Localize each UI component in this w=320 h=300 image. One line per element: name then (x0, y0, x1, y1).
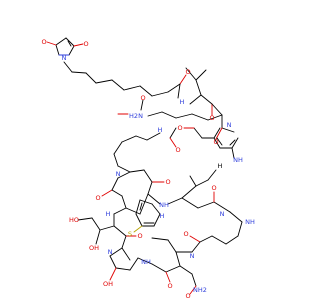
pab-benzene (183, 127, 239, 159)
macro-nh3: NH (245, 218, 255, 226)
molecule-structure: O O N O H O H2N O N O NH O H O O NH N O … (41, 37, 255, 300)
macro-n5: NH (141, 258, 151, 266)
hyp-oh: OH (103, 280, 113, 288)
macro-o4: O (167, 282, 172, 290)
diol-oh: OH (89, 244, 99, 252)
amide-nh2: NH2 (193, 286, 207, 294)
carbamate-nh: H (158, 126, 163, 134)
carbamate-o: O (177, 124, 182, 132)
hexanoyl-o: O (185, 68, 190, 76)
hexanoyl-chain (63, 61, 187, 97)
val-n: H (180, 98, 185, 106)
macro-o2: O (211, 184, 216, 192)
cit-n: N (227, 121, 232, 129)
macro-o6: O (95, 194, 100, 202)
indole-nh: H (160, 212, 165, 220)
ile-h: H (218, 162, 223, 170)
pab-nh: NH (233, 156, 243, 164)
amide-o: O (185, 292, 190, 300)
carbamate-o2: O (175, 146, 180, 154)
valine-residue (177, 67, 213, 116)
macro-o1: O (165, 178, 170, 186)
carbamate-linker (113, 127, 177, 173)
hyp-n: N (108, 248, 113, 256)
macrocycle-backbone (77, 169, 243, 295)
macro-o3: O (183, 230, 188, 238)
macro-nh6: H (106, 210, 111, 218)
macro-nh1: NH (159, 201, 169, 209)
indole-ring (133, 199, 161, 233)
cit-o: O (213, 138, 218, 146)
maleimide-group (46, 37, 84, 56)
diol-ho: HO (69, 216, 79, 224)
macro-o5: O (137, 232, 142, 240)
val-o: O (209, 114, 214, 122)
citrulline-residue (117, 99, 235, 140)
macro-n4: N (190, 252, 195, 260)
sulfur-atom: S (128, 230, 132, 238)
urea-o: O (140, 94, 145, 102)
maleimide-o-right: O (83, 40, 88, 48)
atom-labels: O O N O H O H2N O N O NH O H O O NH N O … (41, 38, 255, 300)
maleimide-n: N (62, 54, 67, 62)
maleimide-o-left: O (41, 38, 46, 46)
structure-svg: O O N O H O H2N O N O NH O H O O NH N O … (41, 37, 255, 300)
urea-h2n: H2N (129, 112, 143, 120)
macro-n2: N (220, 210, 225, 218)
macro-n7: N (116, 170, 121, 178)
